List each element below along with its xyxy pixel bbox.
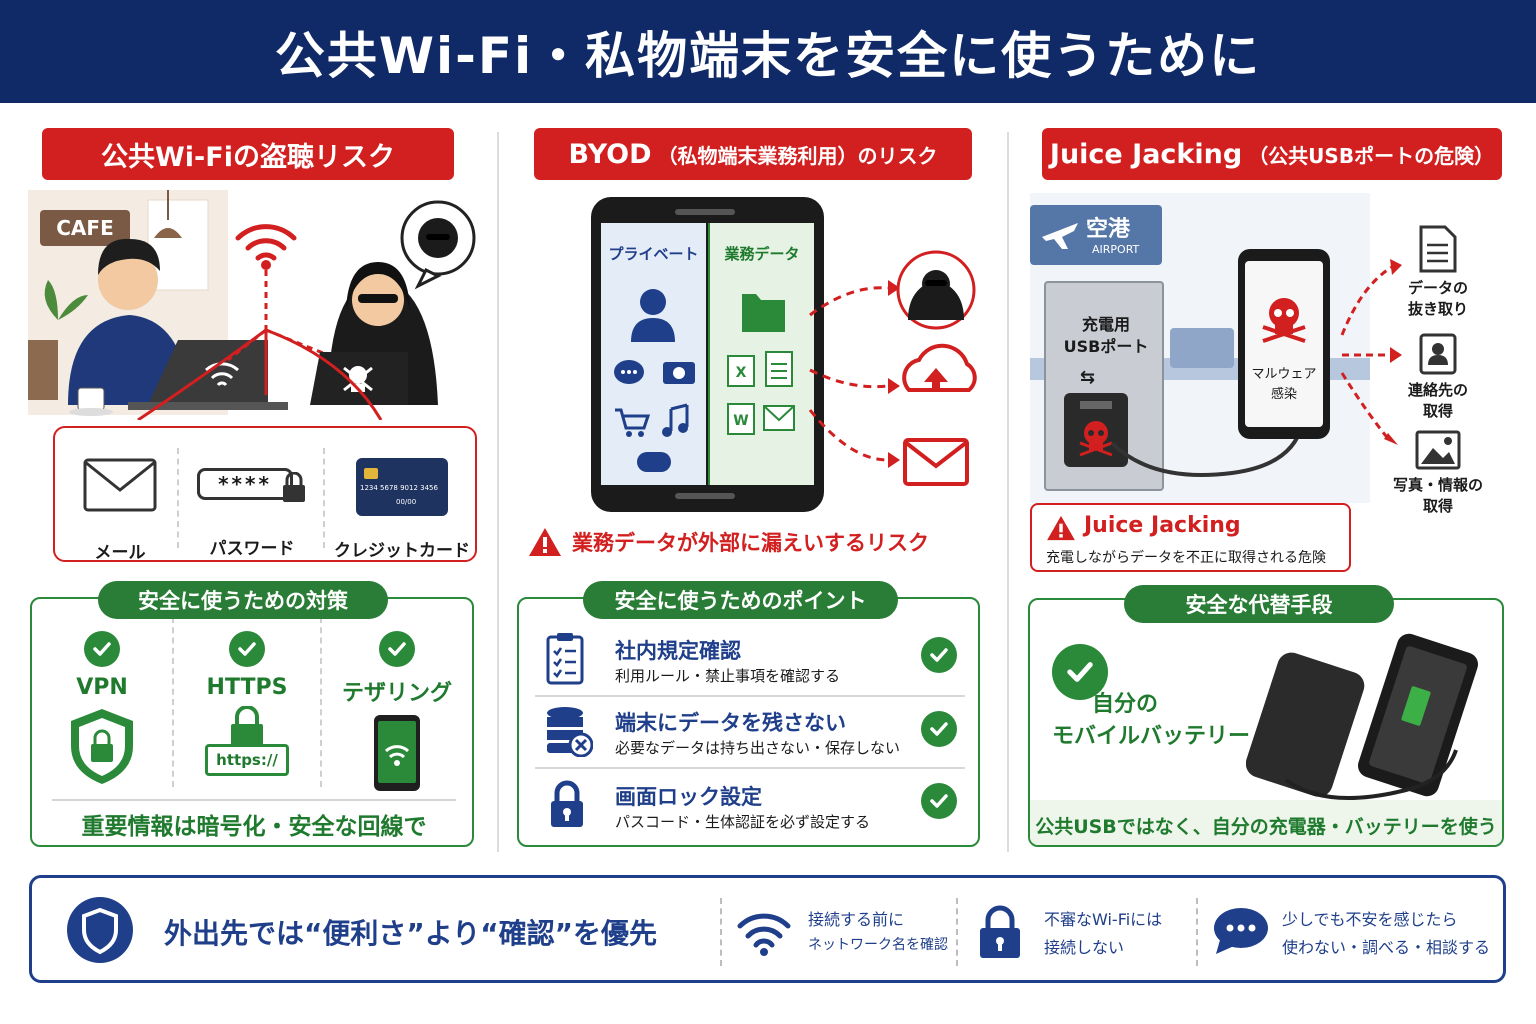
wifi-risk-heading: 公共Wi-Fiの盗聴リスク: [42, 128, 454, 180]
shield-lock-icon: [71, 709, 133, 784]
countermeasure-summary: 重要情報は暗号化・安全な回線で: [81, 814, 427, 840]
wifi-countermeasures-box: VPN HTTPS https:// テザリング 重要情報は暗号化・安全な回線で: [30, 597, 474, 847]
countermeasure-vpn: VPN: [32, 631, 172, 786]
contact-icon: [1419, 333, 1457, 375]
check-icon: [921, 711, 957, 747]
target-mail: メール: [65, 458, 175, 563]
photo-icon: [1415, 430, 1461, 470]
private-pane: プライベート: [601, 223, 706, 485]
envelope-icon: [83, 458, 157, 512]
target-password: **** パスワード: [183, 462, 321, 559]
exfiltration-arrows: [1340, 259, 1402, 445]
database-x-icon: [547, 707, 593, 757]
wifi-targets-box: メール **** パスワード 1234 5678 9012 3456 00/00…: [53, 426, 477, 563]
https-lock-icon: https://: [205, 706, 289, 786]
byod-warning: 業務データが外部に漏えいするリスク: [528, 527, 929, 557]
wifi-icon: [737, 913, 791, 956]
svg-text:X: X: [736, 365, 747, 381]
data-leak-arrows: [808, 250, 977, 486]
airplane-icon: [1042, 223, 1078, 249]
work-files-icons: X W: [727, 294, 795, 435]
check-icon: [379, 631, 415, 667]
bottom-summary-bar: 外出先では“便利さ”より“確認”を優先 接続する前に ネットワーク名を確認 不審…: [29, 875, 1506, 983]
column-divider: [497, 132, 499, 852]
power-bank-phone-illustration: [1246, 633, 1478, 800]
document-icon: [1419, 225, 1457, 273]
countermeasure-tethering: テザリング: [322, 631, 472, 793]
warning-icon: [1047, 515, 1075, 541]
check-icon: [84, 631, 120, 667]
clipboard-check-icon: [546, 633, 584, 685]
tip-check-network: 接続する前に ネットワーク名を確認: [736, 900, 966, 964]
airport-sign: 空港 AIRPORT: [1030, 205, 1162, 265]
infected-phone: マルウェア 感染: [1238, 249, 1330, 439]
page-header: 公共Wi-Fi・私物端末を安全に使うために: [0, 0, 1536, 103]
juice-jacking-alert: Juice Jacking 充電しながらデータを不正に取得される危険: [1030, 503, 1351, 572]
safe-alternative-tag: 安全な代替手段: [1124, 585, 1394, 623]
charging-kiosk: 充電用 USBポート ⇆: [1044, 281, 1164, 491]
check-icon: [921, 637, 957, 673]
cafe-sign: CAFE: [56, 216, 113, 240]
svg-text:W: W: [733, 413, 748, 429]
outcome-photos: 写真・情報の 取得: [1380, 430, 1496, 516]
tip-avoid-suspicious: 不審なWi-Fiには 接続しない: [974, 900, 1194, 964]
padlock-icon: [980, 905, 1020, 958]
private-apps-icons: [614, 289, 695, 472]
countermeasure-https: HTTPS https://: [174, 631, 320, 786]
skull-icon: [1262, 298, 1306, 343]
column-divider: [1007, 132, 1009, 852]
countermeasures-tag: 安全に使うための対策: [98, 581, 388, 619]
usb-cable: [1110, 424, 1304, 477]
byod-points-box: 社内規定確認 利用ルール・禁止事項を確認する 端末にデータを残さない 必要なデー…: [517, 597, 980, 847]
usb-port: [1064, 393, 1128, 467]
alternative-summary: 公共USBではなく、自分の充電器・バッテリーを使う: [1035, 816, 1497, 838]
point-no-data: 端末にデータを残さない 必要なデータは持ち出さない・保存しない: [541, 703, 971, 763]
check-icon: [1052, 644, 1108, 700]
page-title: 公共Wi-Fi・私物端末を安全に使うために: [274, 26, 1262, 85]
cafe-eavesdrop-illustration: CAFE: [28, 190, 476, 420]
padlock-icon: [551, 780, 583, 827]
outcome-data-theft: データの 抜き取り: [1386, 225, 1490, 319]
point-rules: 社内規定確認 利用ルール・禁止事項を確認する: [541, 629, 971, 689]
juice-jacking-heading: Juice Jacking（公共USBポートの危険）: [1042, 128, 1502, 180]
outcome-contacts: 連絡先の 取得: [1386, 333, 1490, 421]
phone-wifi-icon: [374, 715, 420, 791]
work-pane: 業務データ X W: [708, 223, 814, 485]
byod-points-tag: 安全に使うためのポイント: [583, 581, 898, 619]
check-icon: [229, 631, 265, 667]
shield-icon: [67, 897, 133, 963]
check-icon: [921, 783, 957, 819]
tablet-illustration: プライベート 業務データ X W: [591, 197, 824, 512]
target-credit-card: 1234 5678 9012 3456 00/00 クレジットカード: [327, 458, 477, 561]
warning-icon: [529, 528, 561, 556]
byod-risk-heading: BYOD（私物端末業務利用）のリスク: [534, 128, 972, 180]
password-lock-icon: ****: [197, 462, 307, 506]
airport-charging-illustration: 空港 AIRPORT 充電用 USBポート ⇆: [1030, 193, 1370, 503]
point-screen-lock: 画面ロック設定 パスコード・生体認証を必ず設定する: [541, 777, 971, 837]
chat-bubble-icon: [1214, 908, 1268, 954]
tip-ask-for-help: 少しでも不安を感じたら 使わない・調べる・相談する: [1212, 900, 1498, 964]
credit-card-icon: 1234 5678 9012 3456 00/00: [356, 458, 448, 516]
safe-alternative-box: 自分の モバイルバッテリー 公共USBではなく、自分の充電器・バッテリーを使う: [1028, 598, 1504, 847]
skull-icon: [1079, 401, 1113, 457]
bottom-headline: 外出先では“便利さ”より“確認”を優先: [164, 917, 658, 950]
